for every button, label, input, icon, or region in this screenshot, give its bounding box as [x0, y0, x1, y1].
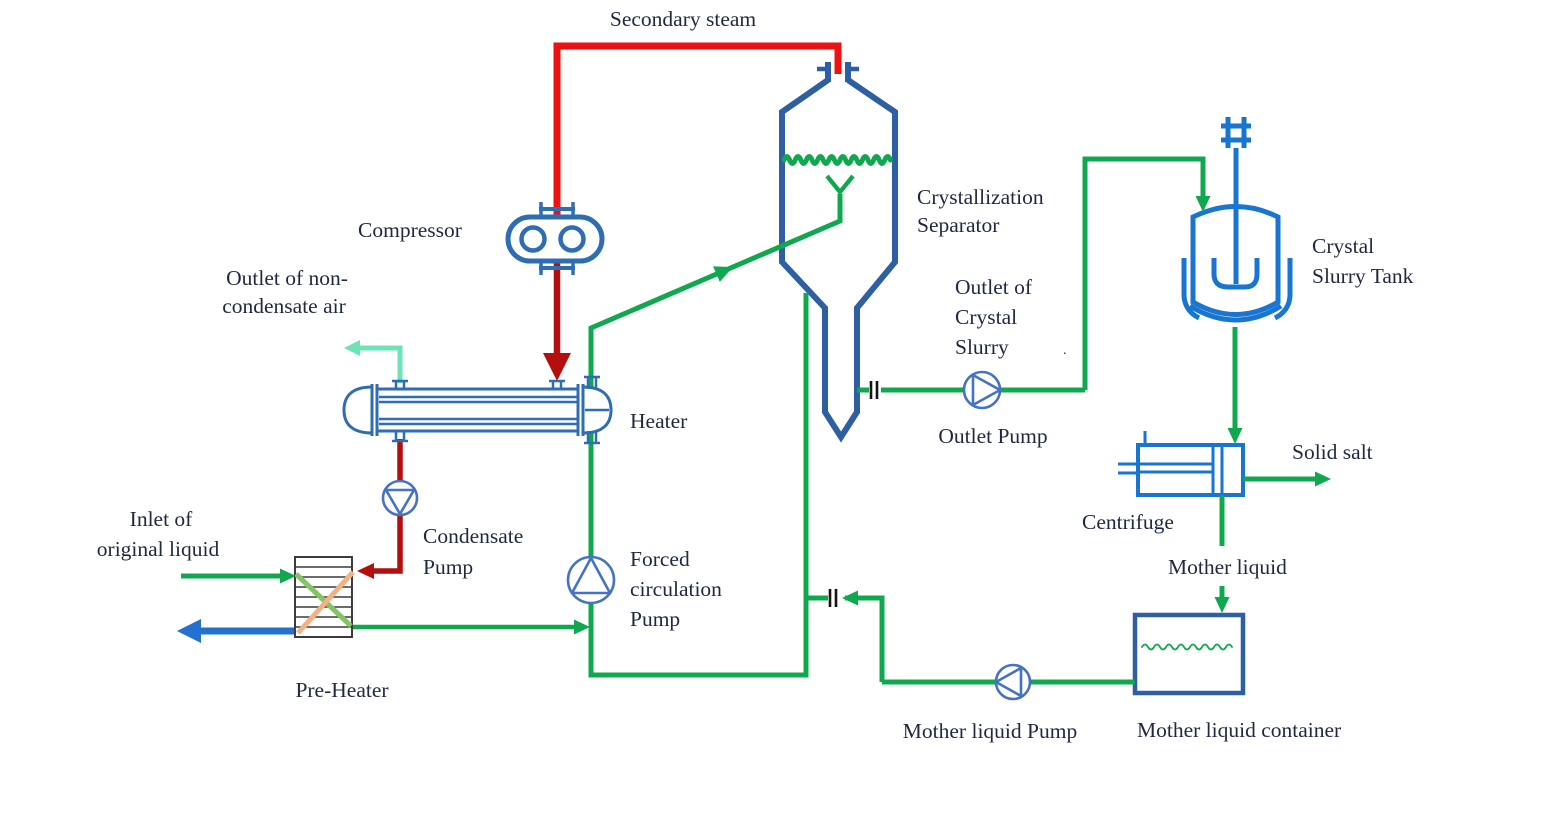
stray-mark: . — [1063, 343, 1067, 358]
condensate-pipe-lower — [370, 512, 403, 574]
label-condensate-pump-2: Pump — [423, 555, 473, 579]
label-mother-liquid: Mother liquid — [1168, 555, 1287, 579]
label-secondary-steam: Secondary steam — [610, 7, 757, 31]
tank-bottom-dish — [1188, 303, 1283, 323]
steam-piping — [543, 42, 842, 381]
outlet-pump — [962, 370, 1002, 410]
solids-piping — [1214, 327, 1331, 613]
label-tank-2: Slurry Tank — [1312, 264, 1414, 288]
compressor-rotor-left — [519, 225, 547, 253]
arrow-drain — [177, 619, 201, 643]
slurry-riser-pipe — [1082, 156, 1206, 390]
label-outlet-air-1: Outlet of non- — [226, 266, 348, 290]
label-separator-1: Crystallization — [917, 185, 1044, 209]
heater-circulation-nozzle-top — [584, 375, 600, 389]
heater-vent-nozzle — [392, 379, 408, 389]
label-compressor: Compressor — [358, 218, 462, 242]
arrow-condensate-into-preheater — [357, 563, 374, 579]
label-outlet-slurry-1: Outlet of — [955, 275, 1033, 299]
heater — [342, 375, 613, 445]
feed-piping — [177, 568, 297, 643]
preheater-cold-stream — [294, 572, 353, 628]
heater-steam-nozzle — [549, 379, 565, 389]
label-tank-1: Crystal — [1312, 234, 1374, 258]
outlet-pump-impeller — [971, 373, 1002, 407]
mother-liquid-pump — [994, 663, 1032, 701]
label-solid-salt: Solid salt — [1292, 440, 1373, 464]
centrifuge — [1118, 431, 1245, 497]
condensate-pump-impeller — [384, 488, 416, 516]
compressor — [505, 202, 605, 275]
label-circ-pump-3: Pump — [630, 607, 680, 631]
arrow-steam-into-heater — [543, 353, 571, 381]
compressor-rotor-right — [558, 225, 586, 253]
non-condensate-air-pipe — [358, 345, 403, 383]
label-outlet-slurry-3: Slurry — [955, 335, 1009, 359]
agitator-impeller — [1211, 258, 1260, 290]
arrow-return — [842, 590, 858, 606]
heater-left-cap — [342, 385, 373, 435]
pre-heater — [294, 556, 355, 638]
arrow-solid-salt — [1315, 471, 1331, 487]
label-separator-2: Separator — [917, 213, 999, 237]
condensate-pump-casing — [381, 479, 419, 517]
circulation-loop-pipe — [588, 194, 843, 678]
label-condensate-pump-1: Condensate — [423, 524, 523, 548]
condensate-pump — [381, 479, 419, 517]
outlet-pump-casing — [962, 370, 1002, 410]
mother-liquid-pump-casing — [994, 663, 1032, 701]
label-mother-liquid-pump: Mother liquid Pump — [903, 719, 1077, 743]
label-outlet-pump: Outlet Pump — [938, 424, 1047, 448]
label-outlet-slurry-2: Crystal — [955, 305, 1017, 329]
heater-condensate-nozzle — [392, 431, 408, 443]
circulation-pump-casing — [566, 555, 616, 605]
heater-circulation-nozzle-bottom — [584, 431, 600, 445]
separator-sparger-y — [825, 174, 855, 196]
arrow-into-centrifuge — [1227, 428, 1243, 444]
label-inlet-2: original liquid — [97, 537, 220, 561]
label-circ-pump-2: circulation — [630, 577, 722, 601]
condensate-piping — [357, 439, 403, 579]
vent-piping — [344, 340, 403, 383]
circulation-piping — [352, 154, 893, 678]
label-centrifuge: Centrifuge — [1082, 510, 1174, 534]
label-circ-pump-1: Forced — [630, 547, 690, 571]
arrow-into-tank — [1195, 196, 1211, 212]
mother-liquid-container — [1132, 612, 1246, 696]
arrow-air-outlet — [344, 340, 360, 356]
diagram-labels: Secondary steam Compressor Outlet of non… — [97, 7, 1414, 743]
circulation-pump-impeller — [570, 556, 612, 595]
label-inlet-1: Inlet of — [130, 507, 194, 531]
separator-body — [779, 77, 898, 443]
secondary-steam-pipe — [553, 42, 842, 215]
arrow-inlet — [280, 568, 296, 584]
centrifuge-body — [1136, 443, 1245, 497]
mother-liquid-return-piping — [806, 589, 1135, 685]
crystal-slurry-tank — [1181, 117, 1293, 323]
label-pre-heater: Pre-Heater — [295, 678, 388, 702]
label-outlet-air-2: condensate air — [222, 294, 346, 318]
return-riser-pipe — [845, 595, 885, 682]
container-body — [1132, 612, 1246, 696]
arrow-to-separator — [713, 266, 733, 282]
label-mother-liquid-container: Mother liquid container — [1137, 718, 1341, 742]
tank-bracket-right — [1273, 258, 1293, 321]
container-liquid-level — [1141, 643, 1233, 651]
forced-circulation-pump — [566, 555, 616, 605]
mother-liquid-pump-impeller — [994, 666, 1023, 698]
preheater-hot-stream — [296, 570, 355, 635]
crystallization-separator-vessel — [779, 62, 898, 443]
arrow-into-container — [1214, 597, 1230, 613]
label-heater: Heater — [630, 409, 687, 433]
tank-bracket-left — [1181, 258, 1201, 321]
arrow-feed-junction — [574, 619, 590, 635]
separator-liquid-level — [781, 154, 893, 166]
